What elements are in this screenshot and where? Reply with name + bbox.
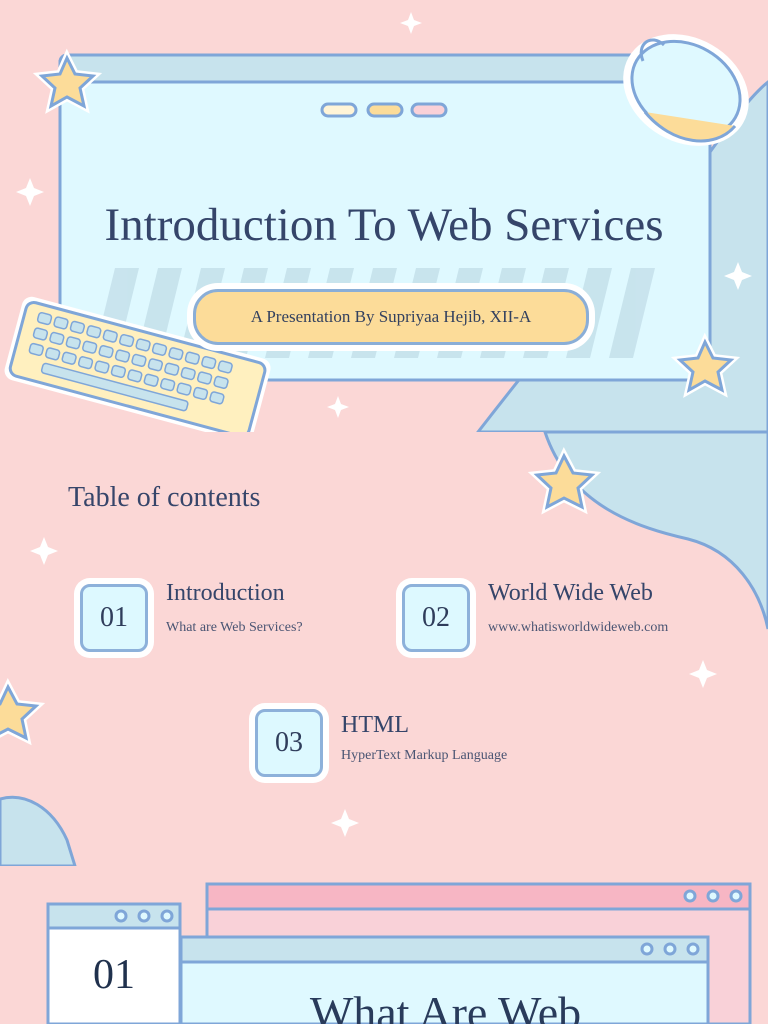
- section-title: What Are Web: [309, 987, 582, 1024]
- toc-item-subtitle: HyperText Markup Language: [341, 748, 508, 763]
- toc-item-title[interactable]: HTML: [341, 712, 409, 738]
- presentation-title: Introduction To Web Services: [104, 199, 664, 251]
- presenter-pill: A Presentation By Supriyaa Hejib, XII-A: [193, 289, 589, 345]
- section-number: 01: [93, 952, 135, 998]
- mouse-icon: [623, 34, 749, 146]
- sparkle-icon: [30, 537, 717, 837]
- window-dots-icon: [683, 889, 743, 903]
- toc-heading: Table of contents: [68, 482, 261, 513]
- toc-number-02: 02: [402, 584, 470, 652]
- window-dots-icon: [320, 102, 448, 118]
- toc-number-01: 01: [80, 584, 148, 652]
- presenter-text: A Presentation By Supriyaa Hejib, XII-A: [250, 307, 532, 326]
- keyboard-icon: [4, 296, 271, 432]
- toc-item-title[interactable]: World Wide Web: [488, 580, 653, 606]
- toc-item-subtitle: What are Web Services?: [166, 620, 303, 635]
- title-slide: Introduction To Web Services A Presentat…: [0, 0, 768, 432]
- window-dots-icon: [640, 942, 700, 956]
- section-artwork: [46, 882, 752, 1024]
- toc-item-subtitle: www.whatisworldwideweb.com: [488, 620, 669, 635]
- sparkle-icon: [16, 12, 752, 418]
- toc-item-title[interactable]: Introduction: [166, 580, 285, 606]
- section-slide: 01 What Are Web: [0, 866, 768, 1024]
- toc-number-03: 03: [255, 709, 323, 777]
- table-of-contents-slide: Table of contents 01 Introduction What a…: [0, 432, 768, 866]
- toc-artwork: [0, 432, 768, 866]
- window-dots-icon: [114, 909, 174, 923]
